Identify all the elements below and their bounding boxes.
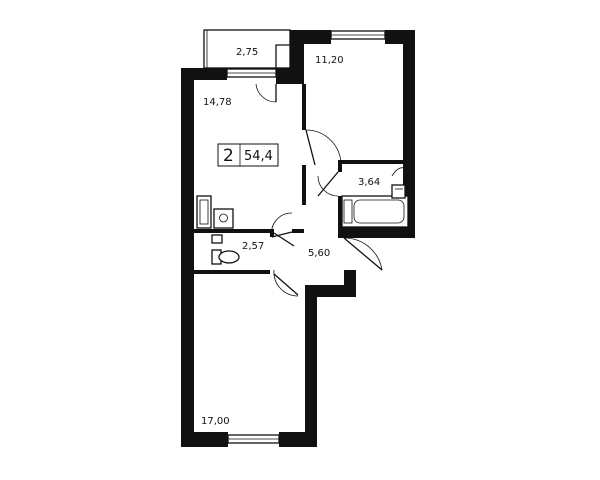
total-area: 54,4 xyxy=(244,149,273,164)
rooms-count: 2 xyxy=(223,146,234,166)
bedroom-window xyxy=(330,30,386,40)
kitchen-window xyxy=(226,68,277,78)
kitchen-door xyxy=(305,129,342,166)
walls xyxy=(181,30,415,447)
partitions xyxy=(194,84,405,274)
room-labels: 2,75 11,20 14,78 3,64 2,57 5,60 17,00 xyxy=(201,47,380,427)
stove xyxy=(196,195,212,229)
living-room-area-label: 17,00 xyxy=(201,416,230,427)
corridor-door xyxy=(273,232,295,247)
bathroom-door xyxy=(317,171,339,197)
toilet-area-label: 2,57 xyxy=(242,241,264,252)
toilet-basin xyxy=(211,234,223,244)
bathroom-cabinet xyxy=(391,167,406,177)
doors xyxy=(255,83,383,297)
bedroom-area-label: 11,20 xyxy=(315,55,344,66)
hall-door xyxy=(343,237,383,271)
kitchen-area-label: 14,78 xyxy=(203,97,232,108)
balcony-area-label: 2,75 xyxy=(236,47,258,58)
living-door xyxy=(273,269,299,297)
living-window xyxy=(227,434,280,444)
balcony-door xyxy=(255,83,277,103)
balcony xyxy=(203,29,291,69)
toilet-door xyxy=(271,212,293,238)
fixtures xyxy=(196,167,409,265)
windows xyxy=(226,30,386,444)
bathroom-sink xyxy=(391,184,406,199)
bathtub xyxy=(341,195,409,228)
apartment-badge: 2 54,4 xyxy=(217,143,279,167)
bathroom-area-label: 3,64 xyxy=(358,177,380,188)
kitchen-sink xyxy=(213,208,234,229)
toilet-bowl xyxy=(211,249,240,265)
hall-area-label: 5,60 xyxy=(308,248,330,259)
